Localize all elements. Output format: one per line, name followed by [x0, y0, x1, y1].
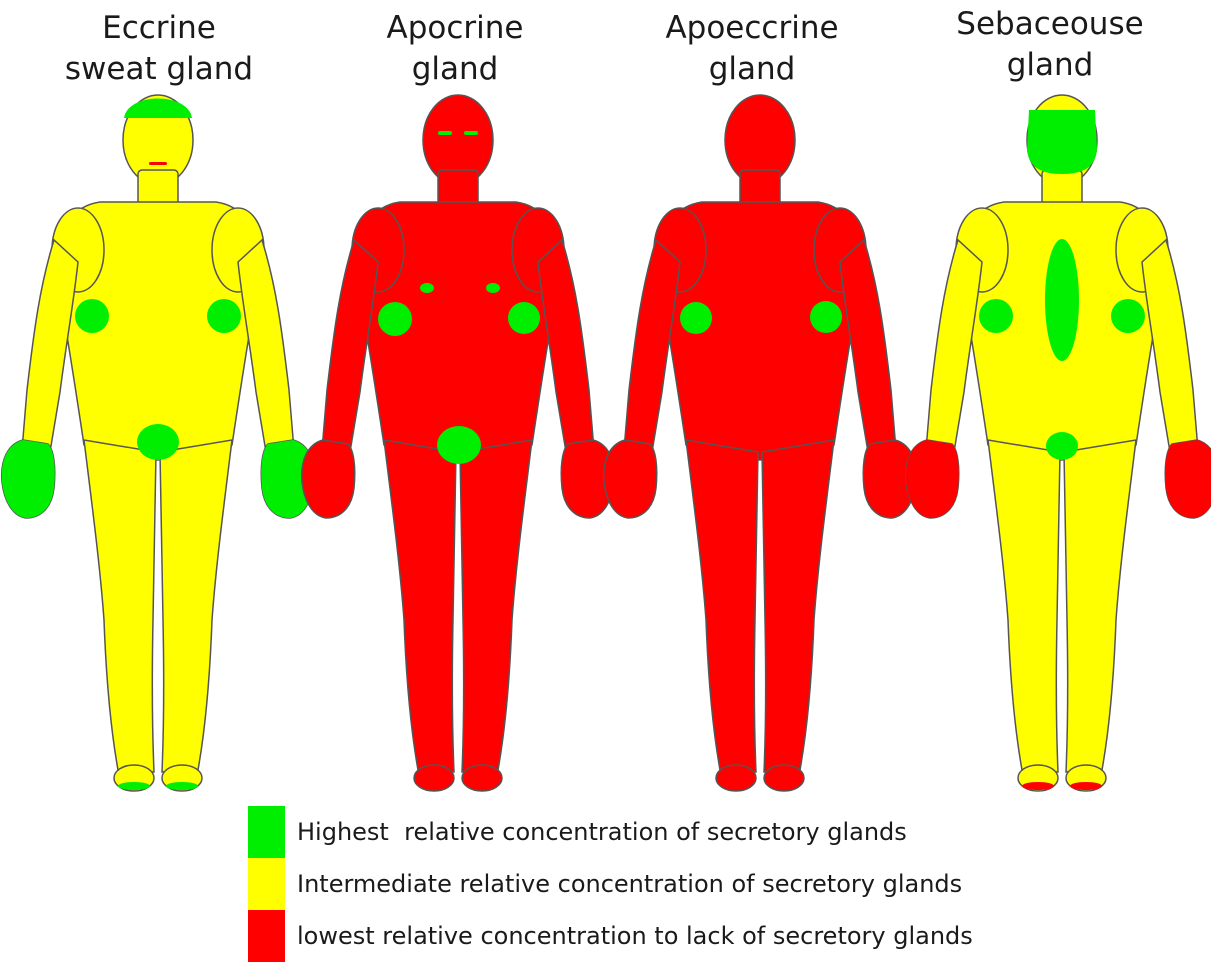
legend-label-intermediate: Intermediate relative concentration of s… — [297, 870, 962, 898]
axilla-right-region — [1111, 299, 1145, 333]
legend-row-highest: Highest relative concentration of secret… — [248, 806, 973, 858]
sole-right-region — [1070, 782, 1102, 790]
mouth-region — [149, 162, 167, 165]
axilla-right-region — [207, 299, 241, 333]
head-region — [1027, 110, 1097, 174]
legend: Highest relative concentration of secret… — [248, 806, 973, 962]
legend-row-intermediate: Intermediate relative concentration of s… — [248, 858, 973, 910]
legend-label-highest: Highest relative concentration of secret… — [297, 818, 907, 846]
scalp-region — [124, 99, 192, 119]
eyebrow-right-region — [464, 131, 478, 135]
legend-row-lowest: lowest relative concentration to lack of… — [248, 910, 973, 962]
nipple-right-region — [486, 283, 500, 293]
back-region — [1045, 239, 1079, 361]
legend-swatch-highest — [248, 806, 285, 858]
sole-right-region — [166, 782, 198, 790]
legend-swatch-lowest — [248, 910, 285, 962]
figure-eccrine — [2, 95, 315, 791]
groin-region — [1046, 432, 1078, 460]
axilla-left-region — [979, 299, 1013, 333]
sole-left-region — [118, 782, 150, 790]
figure-apoeccrine — [604, 95, 917, 791]
nipple-left-region — [420, 283, 434, 293]
body-apoeccrine — [604, 95, 917, 791]
figure-sebaceous — [906, 95, 1211, 791]
legend-swatch-intermediate — [248, 858, 285, 910]
hand-right-region — [1165, 440, 1211, 518]
axilla-right-region — [810, 301, 842, 333]
legend-label-lowest: lowest relative concentration to lack of… — [297, 922, 973, 950]
axilla-left-region — [378, 302, 412, 336]
groin-region — [137, 424, 179, 460]
axilla-right-region — [508, 302, 540, 334]
figure-apocrine — [302, 95, 615, 791]
axilla-left-region — [680, 302, 712, 334]
sole-left-region — [1022, 782, 1054, 790]
groin-region — [437, 426, 481, 464]
eyebrow-left-region — [438, 131, 452, 135]
axilla-left-region — [75, 299, 109, 333]
